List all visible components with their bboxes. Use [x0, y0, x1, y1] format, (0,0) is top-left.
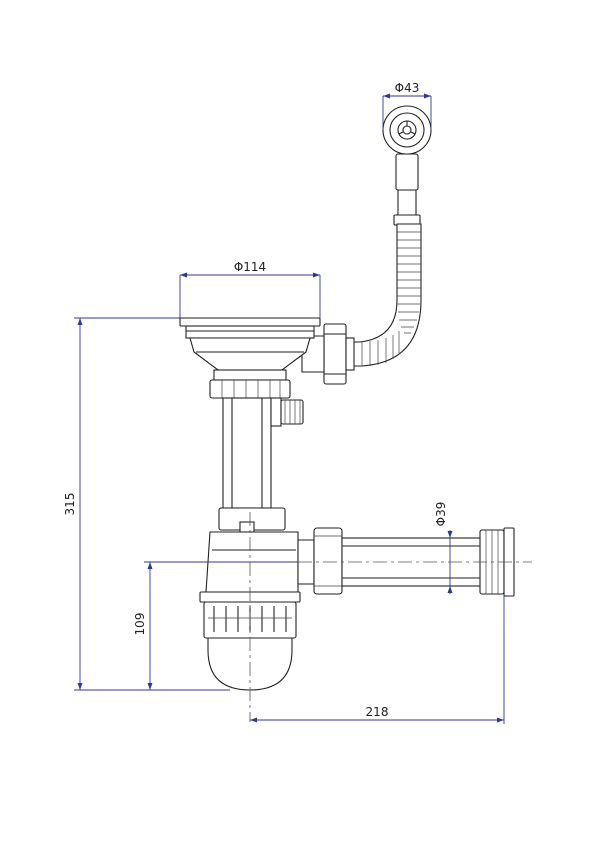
overflow-diameter-label: Φ43	[395, 81, 420, 95]
dimension-total-height: 315	[63, 317, 230, 691]
dimension-outlet-length: 218	[250, 596, 505, 724]
total-height-label: 315	[63, 493, 77, 516]
overflow-hose	[351, 223, 422, 367]
outlet-length-label: 218	[366, 705, 389, 719]
dimension-outlet: Φ39	[434, 502, 453, 594]
tail-pipe	[222, 397, 304, 509]
strainer-diameter-label: Φ114	[234, 260, 266, 274]
dimension-overflow: Φ43	[382, 81, 432, 130]
outlet-diameter-label: Φ39	[434, 502, 448, 527]
dimension-strainer: Φ114	[179, 260, 321, 318]
dimension-trap-height: 109	[133, 561, 298, 690]
overflow-head	[382, 105, 432, 226]
strainer-basket	[179, 317, 321, 399]
trap-height-label: 109	[133, 613, 147, 636]
